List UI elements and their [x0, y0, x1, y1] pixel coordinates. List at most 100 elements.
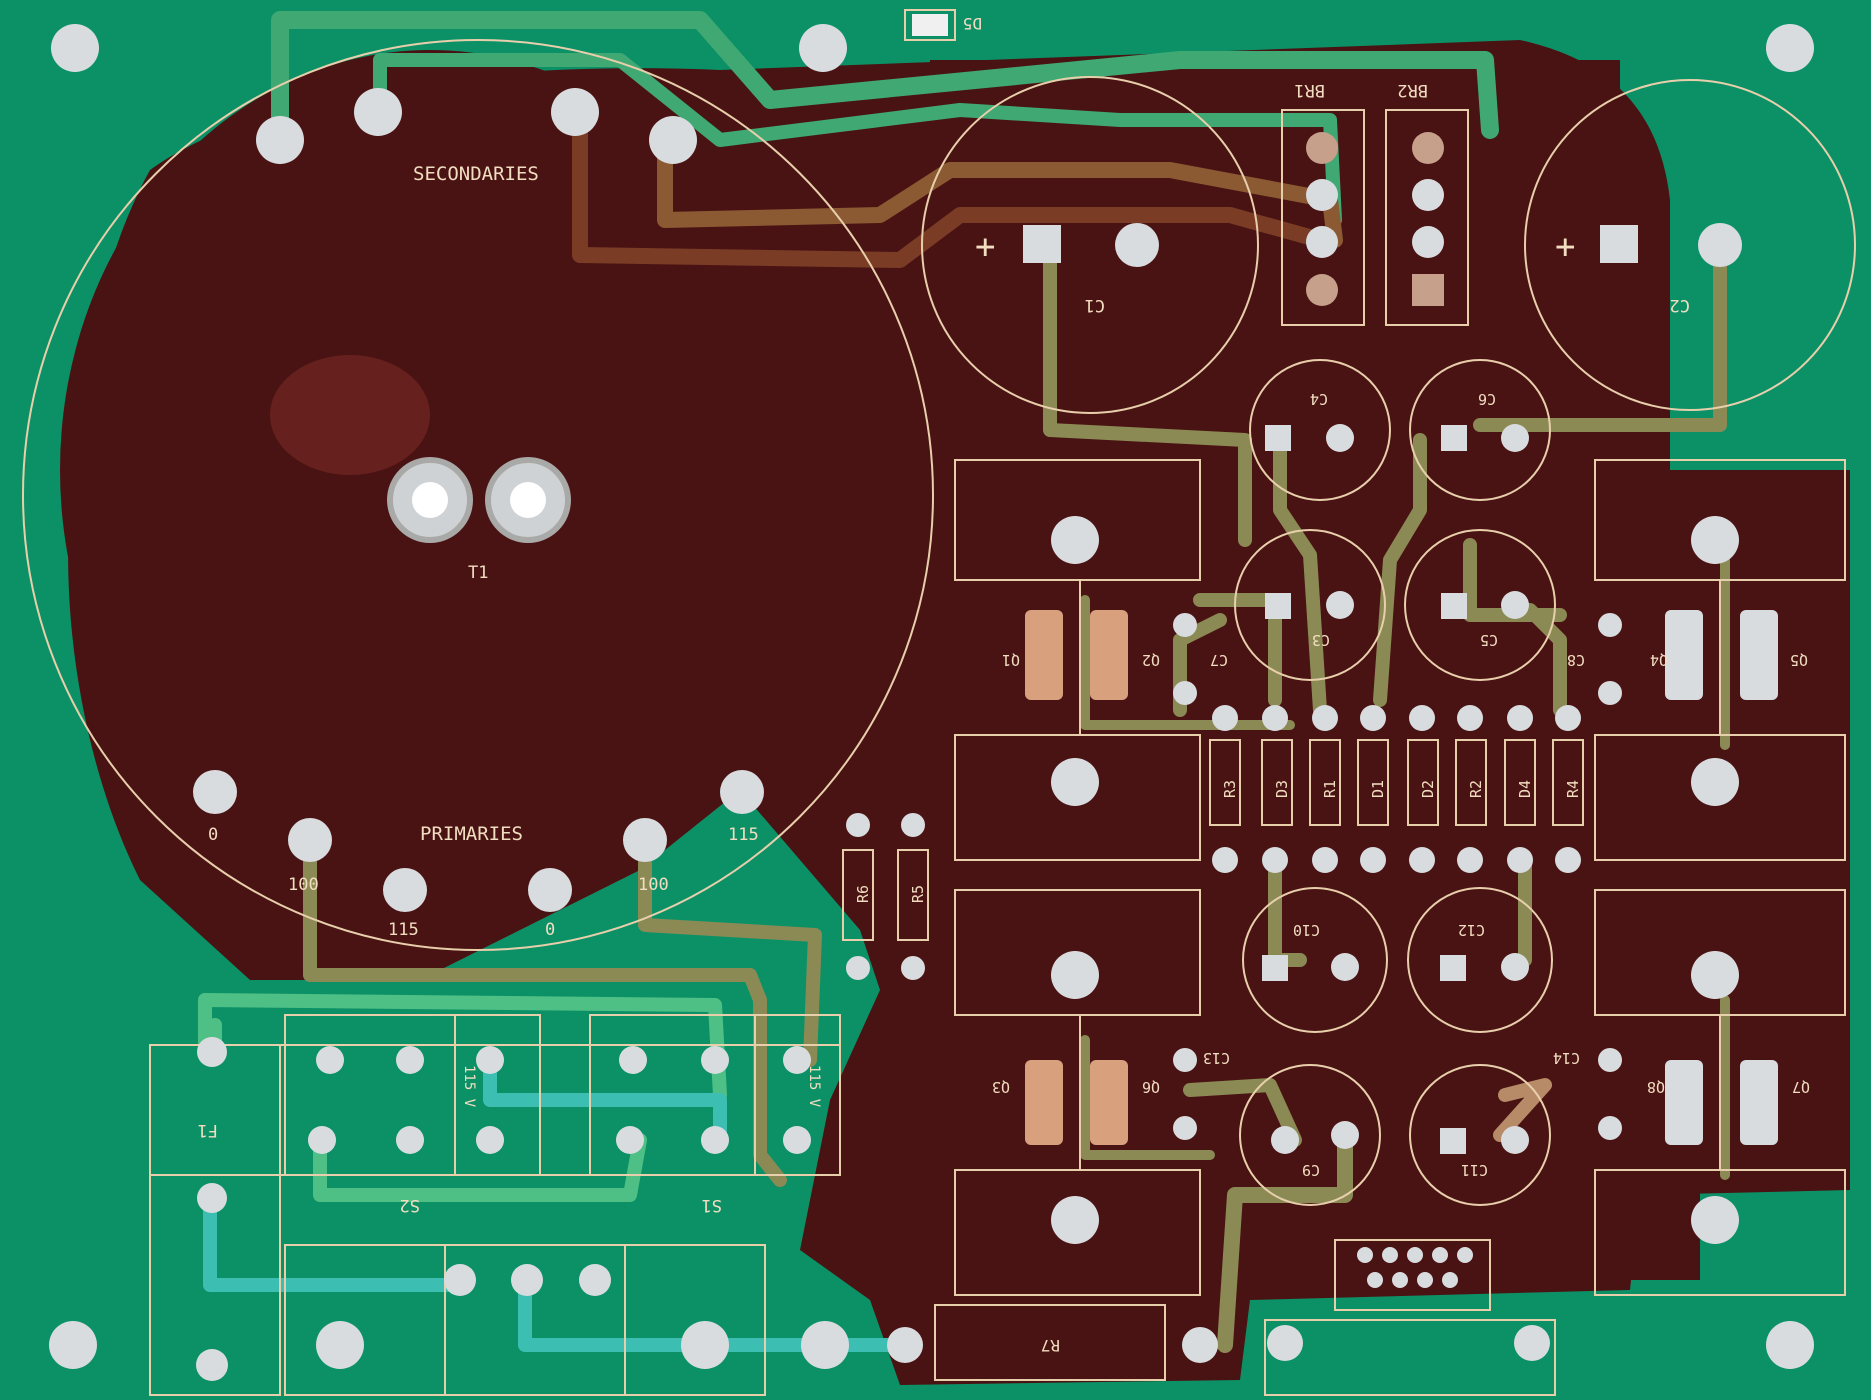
label-115v-right: 115 V [806, 1065, 822, 1108]
q2-pads [1090, 610, 1128, 700]
r4-outline [1552, 739, 1584, 826]
label-r4: R4 [1564, 780, 1582, 798]
trace-secondary-2 [373, 53, 1342, 227]
c10-pad-pos [1262, 955, 1288, 981]
trace-c8 [1523, 603, 1567, 717]
label-r2: R2 [1467, 780, 1485, 798]
c2-pad-neg [1698, 223, 1742, 267]
mains-pad-3 [579, 1264, 611, 1296]
trace-c9-output [1217, 1127, 1353, 1353]
label-f1: F1 [198, 1120, 218, 1140]
row-bot-pad-3 [1312, 847, 1338, 873]
q6-pads [1090, 1060, 1128, 1145]
s2-pad-1 [316, 1046, 344, 1074]
c12-pad-pos [1440, 955, 1466, 981]
f1-pad-bot [197, 1183, 227, 1213]
label-p115-right: 115 [728, 825, 759, 845]
output-pad-2 [887, 1327, 923, 1363]
connector-outline [1264, 1319, 1556, 1396]
br2-pad-2 [1412, 179, 1444, 211]
c10-pad-neg [1331, 953, 1359, 981]
prim-pad-115-left [383, 868, 427, 912]
conn-pin-6 [1367, 1272, 1383, 1288]
hs-pad-8 [1691, 1196, 1739, 1244]
row-bot-pad-7 [1507, 847, 1533, 873]
trace-fuse-bottom [203, 1188, 467, 1292]
br2-pad-1 [1412, 132, 1444, 164]
c4-pad-neg [1326, 424, 1354, 452]
s2-pad-6 [476, 1126, 504, 1154]
conn-pin-9 [1442, 1272, 1458, 1288]
br1-pad-3 [1306, 226, 1338, 258]
d4-outline [1504, 739, 1536, 826]
c13-pad-1 [1173, 1048, 1197, 1072]
f1-pad-top [197, 1037, 227, 1067]
label-p100-left: 100 [288, 875, 319, 895]
prim-pad-0-mid [528, 868, 572, 912]
prim-pad-0-left [193, 770, 237, 814]
br2-pad-4 [1412, 274, 1444, 306]
mount-hole-tl [51, 24, 99, 72]
hs-pad-7 [1691, 951, 1739, 999]
label-s2: S2 [400, 1195, 420, 1215]
s1-pad-2 [701, 1046, 729, 1074]
label-115v-left: 115 V [461, 1065, 477, 1108]
label-p0-mid: 0 [545, 920, 555, 940]
mains-mount-2 [681, 1321, 729, 1369]
label-c4: C4 [1310, 390, 1328, 408]
c10-outline [1242, 887, 1388, 1033]
br2-outline [1385, 109, 1469, 326]
label-secondaries: SECONDARIES [413, 163, 539, 185]
s2-pad-3 [476, 1046, 504, 1074]
q4-pads [1665, 610, 1703, 700]
label-primaries: PRIMARIES [420, 823, 523, 845]
d2-outline [1407, 739, 1439, 826]
conn-pin-5 [1457, 1247, 1473, 1263]
trace-mains-out [518, 1273, 907, 1352]
label-d5: D5 [963, 14, 982, 33]
label-s1: S1 [702, 1195, 722, 1215]
c8-pad-1 [1598, 613, 1622, 637]
hs-pad-6 [1691, 758, 1739, 806]
c6-pad-neg [1501, 424, 1529, 452]
row-bot-pad-5 [1409, 847, 1435, 873]
sec-pad-2 [354, 88, 402, 136]
conn-pin-8 [1417, 1272, 1433, 1288]
label-q8: Q8 [1647, 1078, 1665, 1096]
heatsink-q1q2-bottom [954, 734, 1201, 861]
q1-pads [1025, 610, 1063, 700]
hs-pad-4 [1051, 1196, 1099, 1244]
label-d1: D1 [1369, 780, 1387, 798]
r3-outline [1209, 739, 1241, 826]
conn-pin-4 [1432, 1247, 1448, 1263]
silk-text: D5 BR1 BR2 SECONDARIES T1 PRIMARIES 0 10… [198, 14, 1810, 1355]
sec-pad-4 [649, 116, 697, 164]
row-top-pad-4 [1360, 705, 1386, 731]
q8-pads [1665, 1060, 1703, 1145]
r5-pad-top [901, 813, 925, 837]
mount-hole-bm2 [1514, 1325, 1550, 1361]
label-c12: C12 [1458, 921, 1485, 939]
label-p0-left: 0 [208, 825, 218, 845]
row-bot-pad-1 [1212, 847, 1238, 873]
connector-header-outline [1334, 1239, 1491, 1311]
c11-pad-pos [1440, 1128, 1466, 1154]
label-q1: Q1 [1002, 651, 1020, 669]
label-br2: BR2 [1397, 80, 1428, 100]
trace-c1-neg [1043, 243, 1252, 547]
prim-pad-115-right [720, 770, 764, 814]
q7-pads [1740, 1060, 1778, 1145]
label-q2: Q2 [1142, 651, 1160, 669]
c13-pad-2 [1173, 1116, 1197, 1140]
conn-pin-7 [1392, 1272, 1408, 1288]
s1-outline [589, 1014, 841, 1176]
row-bot-pad-8 [1555, 847, 1581, 873]
label-c8: C8 [1567, 651, 1585, 669]
c3-pad-neg [1326, 591, 1354, 619]
label-r1: R1 [1321, 780, 1339, 798]
c8-pad-2 [1598, 681, 1622, 705]
mains-mount-1 [316, 1321, 364, 1369]
heatsink-q6q7-bottom [954, 1169, 1201, 1296]
c9-pad-1 [1271, 1126, 1299, 1154]
